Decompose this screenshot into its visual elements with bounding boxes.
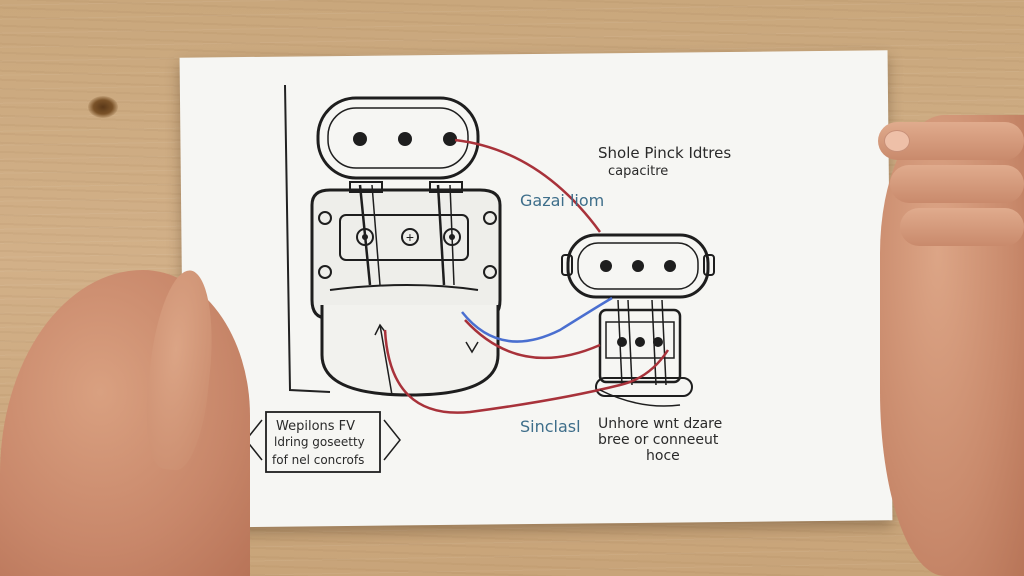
- box-line-1: Wepilons FV: [276, 419, 355, 434]
- label-bottom-left: Sinclasl: [520, 417, 581, 436]
- note-line-2: bree or conneeut: [598, 432, 719, 448]
- label-top: Gazai liom: [520, 191, 604, 210]
- right-ring-finger: [900, 208, 1024, 246]
- box-line-3: fof nel concrofs: [272, 453, 364, 467]
- red-wire-top: [454, 138, 602, 233]
- boxed-label: Wepilons FV ldring goseetty fof nel conc…: [245, 411, 401, 473]
- red-wire-middle: [464, 319, 601, 360]
- note-line-1: Unhore wnt dzare: [598, 416, 722, 432]
- right-thumbnail: [884, 130, 910, 152]
- title-line-1: Shole Pinck Idtres: [598, 144, 731, 162]
- blue-wire: [461, 296, 613, 343]
- red-wire-bottom: [383, 329, 670, 414]
- right-capacitor: [595, 299, 693, 397]
- note-line-3: hoce: [646, 448, 680, 464]
- wood-knot: [88, 96, 118, 118]
- box-line-2: ldring goseetty: [274, 435, 365, 449]
- title-line-2: capacitre: [608, 164, 668, 179]
- right-middle-finger: [890, 165, 1024, 203]
- capacitor-body: +: [310, 181, 502, 320]
- top-connector: [316, 96, 480, 180]
- border-line: [284, 84, 331, 393]
- svg-text:+: +: [406, 229, 414, 245]
- right-connector: [561, 233, 715, 299]
